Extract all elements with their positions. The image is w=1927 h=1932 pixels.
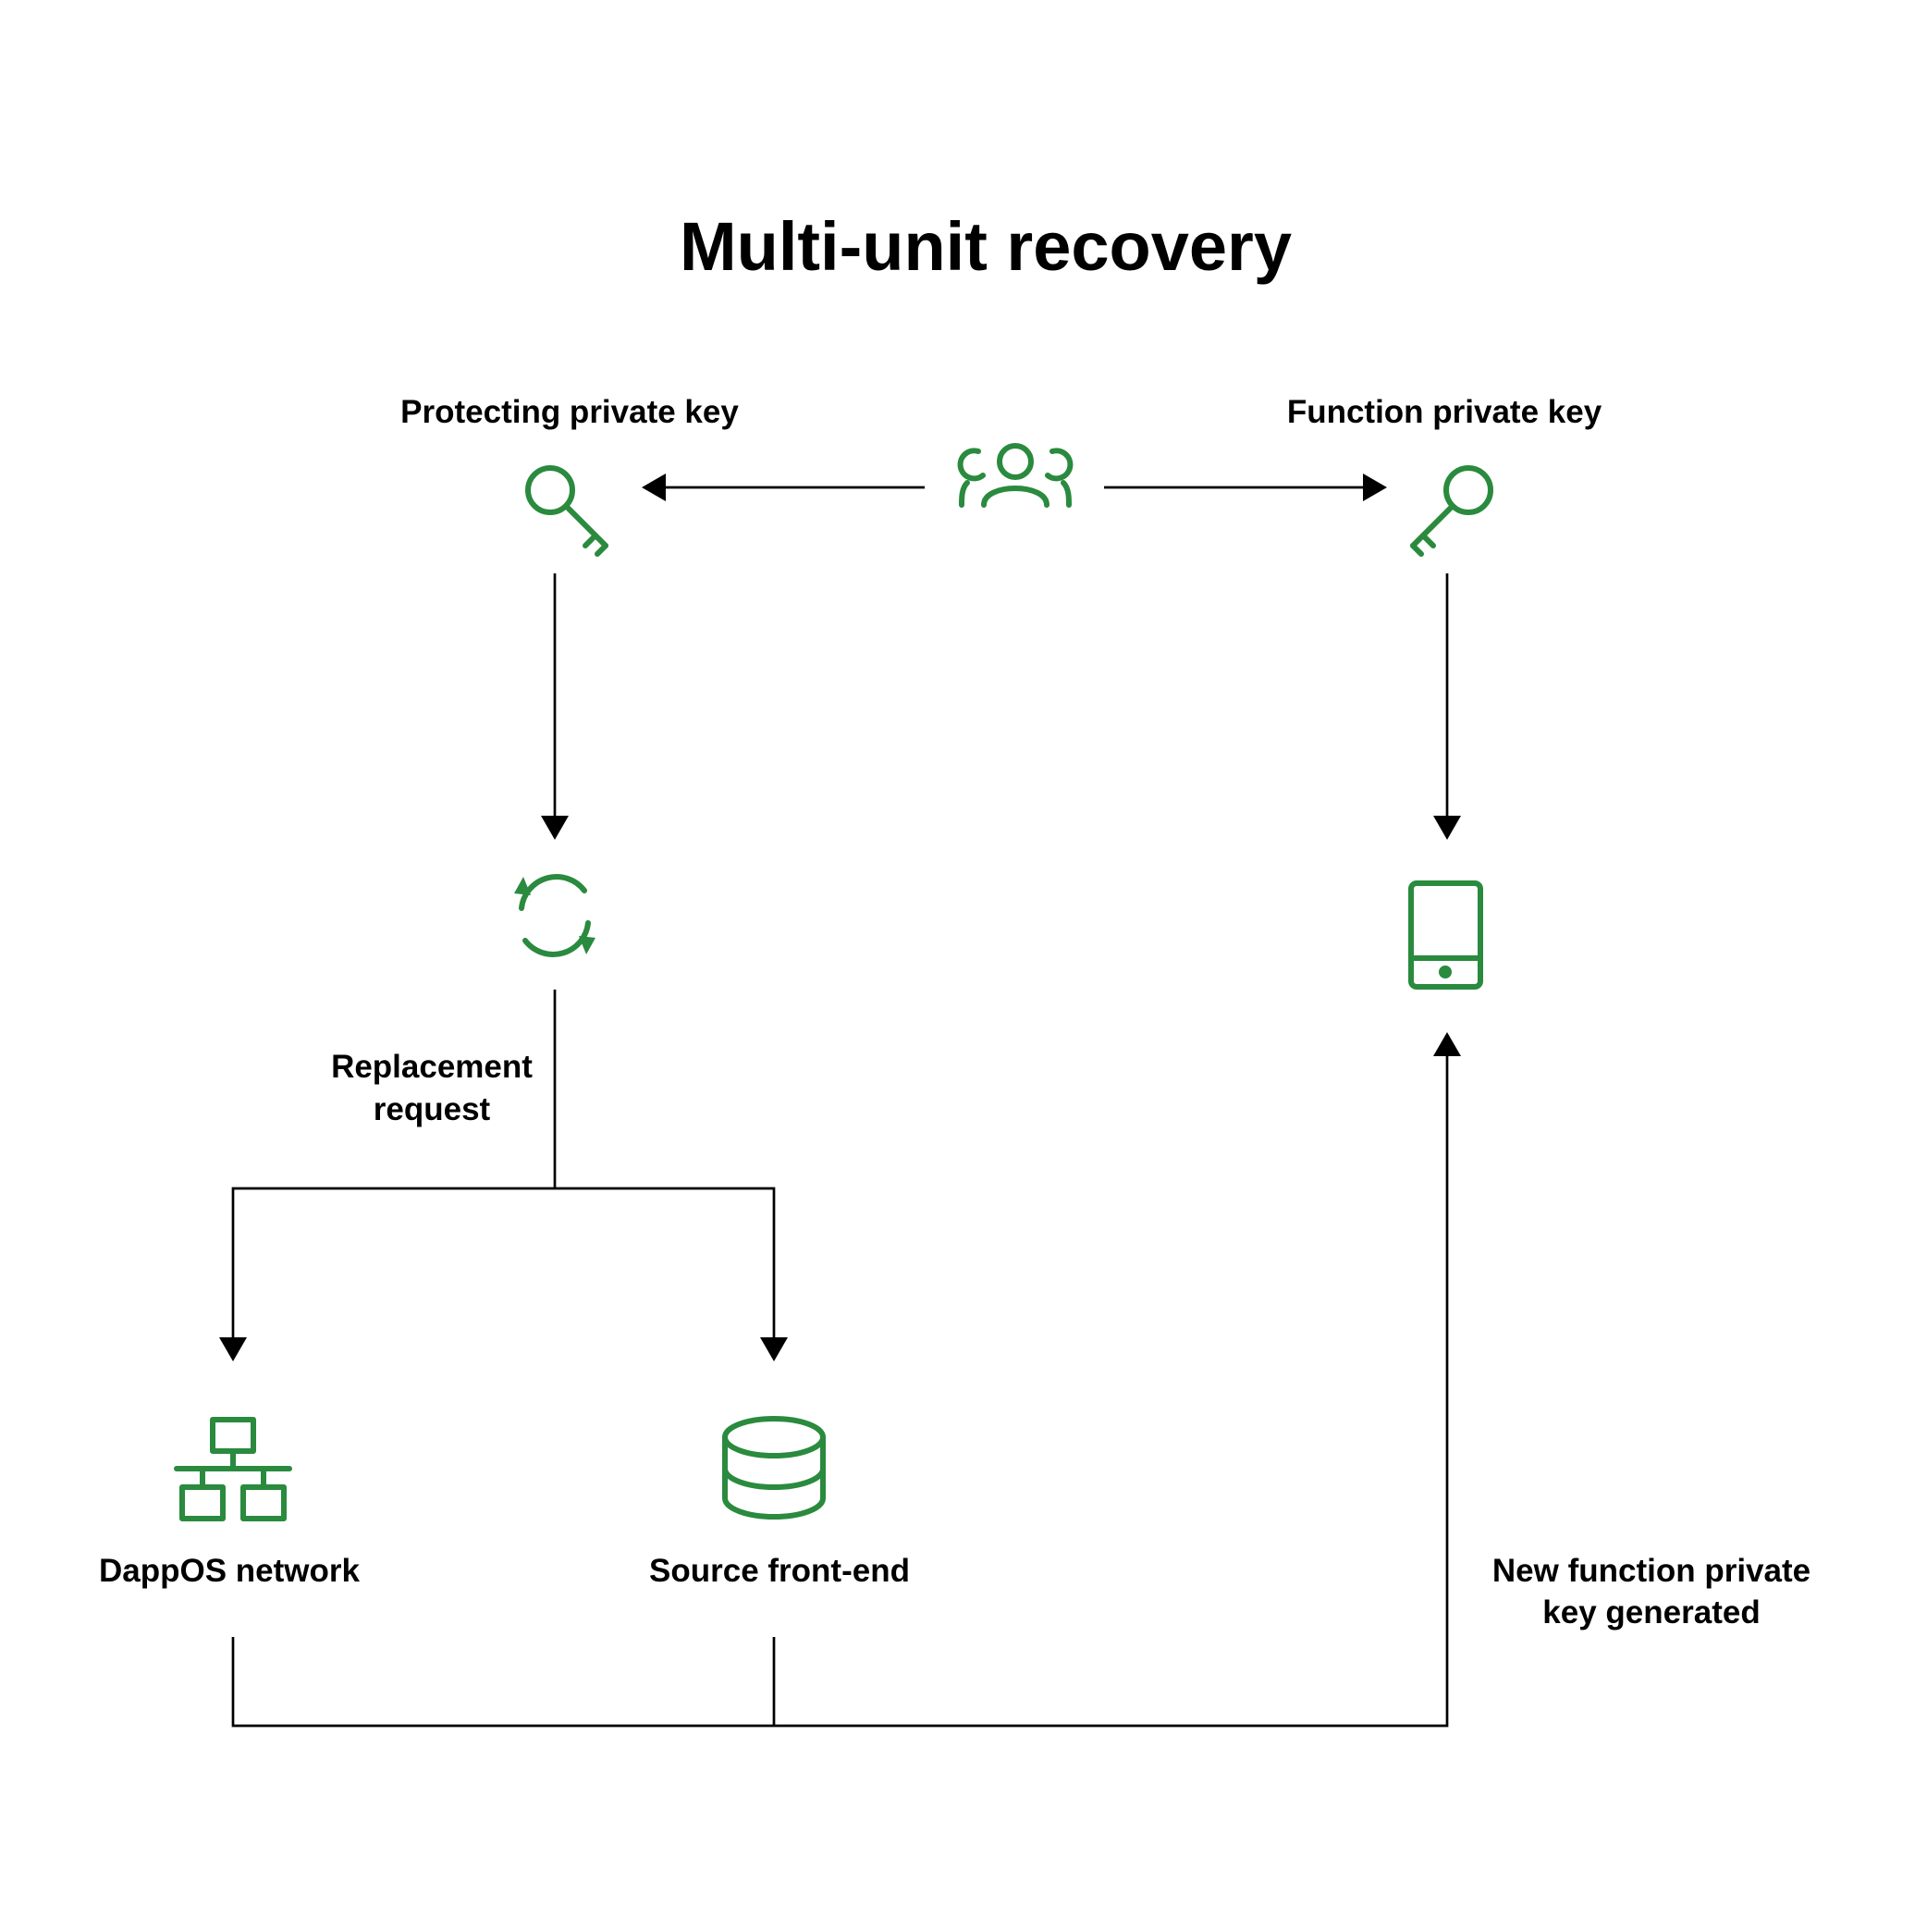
- edge-split-branches: [231, 1187, 776, 1341]
- edge-merge-to-device: [231, 1052, 1449, 1728]
- arrowhead-down-device: [1433, 816, 1461, 840]
- new-key-generated-label-line1: New function private: [1492, 1553, 1810, 1589]
- refresh-arrowhead-right: [579, 936, 595, 954]
- replacement-request-label-line1: Replacement: [331, 1049, 533, 1085]
- arrowhead-right: [1363, 474, 1387, 501]
- database-icon: [722, 1416, 826, 1520]
- arrowhead-up-device: [1433, 1032, 1461, 1056]
- network-icon: [174, 1417, 292, 1521]
- users-icon: [957, 443, 1074, 508]
- new-key-generated-label-line2: key generated: [1542, 1594, 1760, 1631]
- arrowhead-down-dappos: [219, 1337, 247, 1361]
- dappos-network-label: DappOS network: [99, 1553, 361, 1589]
- arrowhead-down-source: [760, 1337, 788, 1361]
- key-icon: [1410, 465, 1493, 557]
- tablet-home-button: [1439, 966, 1452, 978]
- function-key-label: Function private key: [1287, 394, 1602, 430]
- source-front-end-label: Source front-end: [649, 1553, 910, 1589]
- refresh-arrowhead-left: [514, 877, 531, 895]
- tablet-icon: [1408, 880, 1483, 990]
- diagram-title: Multi-unit recovery: [680, 208, 1292, 285]
- protecting-key-label: Protecting private key: [400, 394, 739, 430]
- connectors: [219, 474, 1461, 1728]
- replacement-request-label-line2: request: [374, 1091, 491, 1127]
- arrowhead-left: [642, 474, 666, 501]
- refresh-icon: [519, 874, 591, 957]
- arrowhead-down-sync: [541, 816, 569, 840]
- key-icon: [525, 465, 608, 557]
